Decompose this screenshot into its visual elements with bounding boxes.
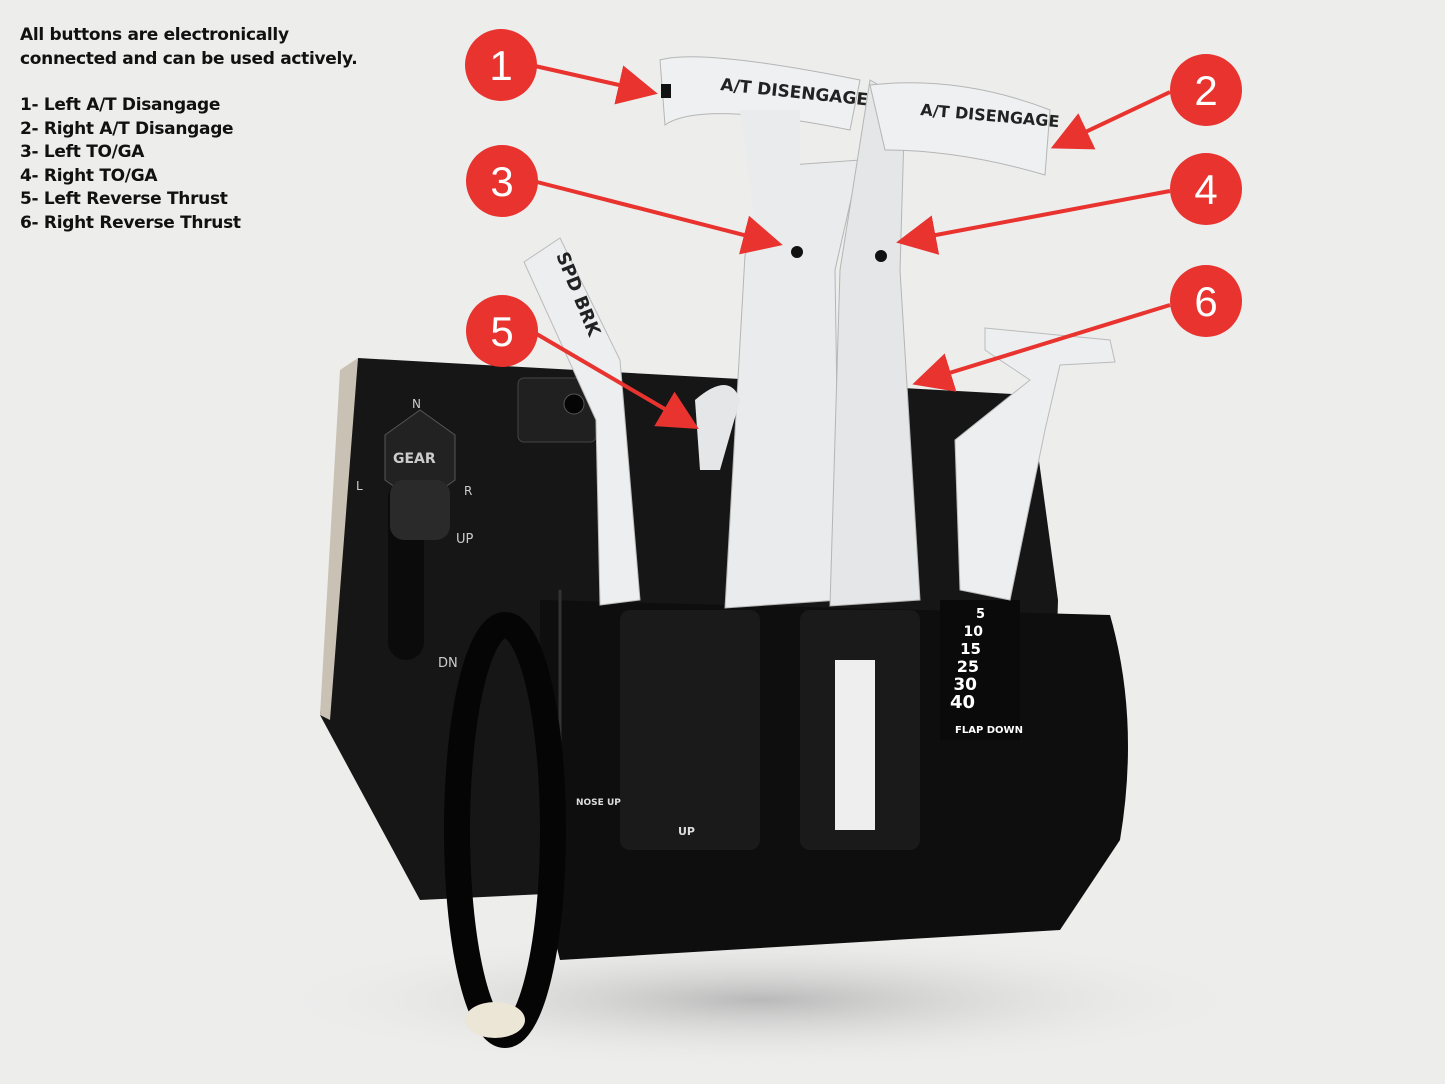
callouts: 1 2 3 4 5 6 [465,29,1242,430]
gear-up-label: UP [456,532,474,547]
callout-4: 4 [1170,153,1242,225]
callout-number: 3 [490,158,513,205]
callout-1: 1 [465,29,537,101]
legend-item: 3- Left TO/GA [20,142,145,162]
gear-label: GEAR [393,451,436,467]
selector-knob[interactable] [563,393,585,415]
nose-up-label: NOSE UP [576,798,621,808]
legend-item: 5- Left Reverse Thrust [20,189,228,209]
left-reverse-thrust-lever[interactable] [695,385,740,470]
right-toga-button[interactable] [875,250,887,262]
callout-6: 6 [1170,265,1242,337]
gear-l-label: L [356,479,363,493]
callout-number: 1 [489,42,512,89]
callout-3: 3 [466,145,538,217]
flap-quadrant-left [620,610,760,850]
callout-number: 4 [1194,166,1217,213]
flap-scale-number: 10 [964,624,984,640]
callout-number: 2 [1194,67,1217,114]
callout-arrow-5 [533,331,699,430]
left-throttle-lever[interactable]: A/T DISENGAGE [659,56,869,609]
flap-scale-number: 5 [976,607,985,622]
callout-number: 6 [1194,278,1217,325]
annotation-notes: All buttons are electronically connected… [20,24,358,235]
callout-circle [1170,54,1242,126]
left-toga-button[interactable] [791,246,803,258]
legend-item: 6- Right Reverse Thrust [20,212,241,233]
flap-scale-number: 40 [950,692,975,713]
left-at-disengage-button[interactable] [661,84,671,98]
floor-shadow [260,930,1260,1070]
trim-scale [835,660,875,830]
gear-lever[interactable] [390,480,450,540]
gear-r-label: R [464,484,472,498]
callout-arrow-2 [1050,90,1171,150]
callout-circle [466,145,538,217]
callout-2: 2 [1170,54,1242,126]
legend-item: 2- Right A/T Disangage [20,118,234,139]
intro-line-2: connected and can be used actively. [20,48,358,69]
trim-up-label: UP [678,825,695,838]
gear-n-label: N [412,397,421,411]
intro-line-1: All buttons are electronically [20,25,289,45]
flap-down-label: FLAP DOWN [955,725,1023,736]
callout-circle [1170,153,1242,225]
flap-scale-number: 25 [957,657,979,676]
callout-arrow-4 [896,189,1171,255]
callout-number: 5 [490,308,513,355]
callout-circle [1170,265,1242,337]
flap-scale-number: 15 [960,640,981,658]
trim-wheel[interactable] [444,612,566,1048]
flap-lever[interactable] [954,327,1116,601]
gear-dn-label: DN [438,656,458,671]
right-throttle-lever[interactable]: A/T DISENGAGE [829,79,1060,607]
flap-scale-number: 30 [953,675,977,695]
callout-circle [466,295,538,367]
callout-arrow-6 [912,303,1171,392]
flap-scale [940,600,1020,740]
callout-5: 5 [466,295,538,367]
legend-item: 1- Left A/T Disangage [20,95,221,115]
callout-arrow-1 [534,64,658,105]
callout-arrow-3 [536,180,783,255]
legend-item: 4- Right TO/GA [20,165,158,186]
callout-circle [465,29,537,101]
